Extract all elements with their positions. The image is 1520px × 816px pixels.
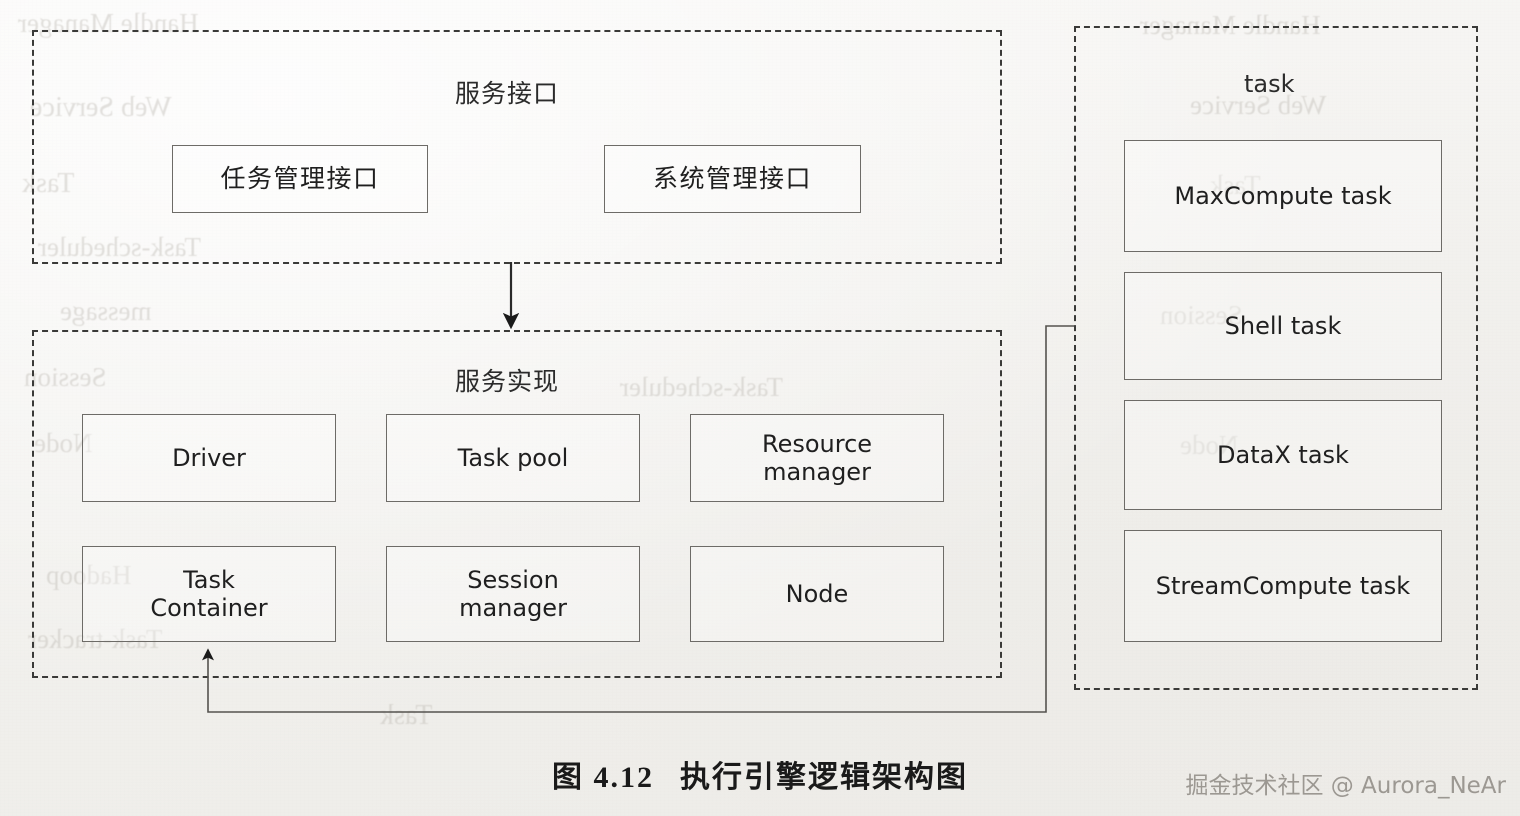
panel-task-title: task [1244,70,1295,98]
box-driver[interactable]: Driver [82,414,336,502]
box-maxcompute-task[interactable]: MaxCompute task [1124,140,1442,252]
box-resource-manager[interactable]: Resource manager [690,414,944,502]
figure-title: 执行引擎逻辑架构图 [680,760,968,795]
box-shell-task[interactable]: Shell task [1124,272,1442,380]
panel-task [1074,26,1478,690]
box-task-pool[interactable]: Task pool [386,414,640,502]
box-session-manager-line1: Session [467,565,559,594]
box-task-management-interface[interactable]: 任务管理接口 [172,145,428,213]
box-task-container-line1: Task [183,565,235,594]
figure-caption: 图 4.12 执行引擎逻辑架构图 [0,752,1520,796]
panel-service-implementation-title: 服务实现 [455,367,560,396]
panel-service-interface-title: 服务接口 [455,79,560,108]
box-system-management-interface[interactable]: 系统管理接口 [604,145,861,213]
panel-service-interface [32,30,1002,264]
box-streamcompute-task[interactable]: StreamCompute task [1124,530,1442,642]
box-session-manager[interactable]: Session manager [386,546,640,642]
box-resource-manager-line1: Resource [761,429,873,458]
box-datax-task[interactable]: DataX task [1124,400,1442,510]
box-node[interactable]: Node [690,546,944,642]
box-task-container[interactable]: Task Container [82,546,336,642]
box-resource-manager-line2: manager [763,458,871,486]
box-task-container-line2: Container [150,594,268,622]
watermark: 掘金技术社区 @ Aurora_NeAr [1185,773,1506,799]
figure-number: 图 4.12 [552,761,654,794]
box-session-manager-line2: manager [459,594,567,622]
